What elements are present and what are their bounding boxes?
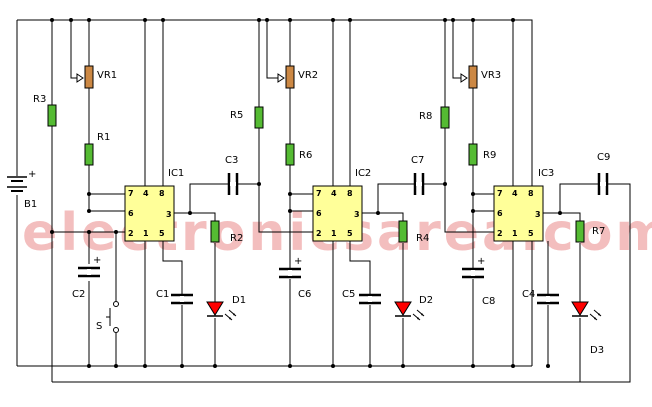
battery-b1: + B1: [7, 169, 37, 210]
led-label: D3: [590, 345, 604, 356]
ic-label: IC2: [355, 168, 371, 179]
capacitor-label: C7: [411, 155, 424, 166]
cap-polarity: +: [93, 255, 101, 266]
resistor-label: R5: [230, 110, 243, 121]
capacitor-label: C1: [156, 289, 169, 300]
resistor-label: R8: [419, 111, 432, 122]
capacitor-label: C2: [72, 289, 85, 300]
capacitor-c7: C7: [411, 155, 424, 195]
potentiometer-vr2: VR2: [277, 65, 318, 89]
switch-label: S: [96, 321, 102, 332]
potentiometer-vr1: VR1: [76, 65, 117, 89]
resistor-label: R1: [97, 132, 110, 143]
ic-pin-label: 6: [316, 209, 322, 218]
capacitor-c9: C9: [597, 152, 610, 195]
resistor-label: R2: [230, 233, 243, 244]
resistor-r7: R7: [575, 220, 605, 243]
capacitor-c1: C1: [156, 289, 193, 305]
capacitor-label: C3: [225, 155, 238, 166]
switch-s: S: [96, 301, 119, 333]
resistor-r4: R4: [398, 220, 429, 244]
capacitor-label: C9: [597, 152, 610, 163]
pot-label: VR2: [298, 70, 318, 81]
cap-polarity: +: [294, 256, 302, 267]
led-label: D2: [419, 295, 433, 306]
junction-dots: [50, 18, 562, 368]
led-d2: D2: [394, 295, 433, 321]
ic-pin-label: 1: [331, 229, 337, 238]
ic-pin-label: 3: [354, 210, 360, 219]
capacitor-c6: + C6: [279, 256, 311, 300]
cap-polarity: +: [477, 256, 485, 267]
ic-pin-label: 2: [128, 229, 134, 238]
capacitor-c5: C5: [342, 289, 381, 305]
capacitor-label: C4: [522, 289, 535, 300]
ic-label: IC1: [168, 168, 184, 179]
ic-pin-label: 2: [316, 229, 322, 238]
battery-label: B1: [24, 199, 37, 210]
capacitor-c3: C3: [225, 155, 238, 195]
ic-pin-label: 5: [347, 229, 353, 238]
wiring: [16, 19, 631, 383]
ic-pin-label: 1: [143, 229, 149, 238]
pot-label: VR1: [97, 70, 117, 81]
resistor-r2: R2: [210, 220, 243, 244]
capacitor-c4: C4: [522, 289, 559, 305]
capacitor-label: C8: [482, 296, 495, 307]
resistor-label: R6: [299, 150, 312, 161]
ic-pin-label: 4: [143, 189, 149, 198]
capacitor-c8: + C8: [462, 256, 495, 307]
resistor-label: R7: [592, 226, 605, 237]
led-d3: D3: [571, 301, 604, 356]
resistor-label: R3: [33, 94, 46, 105]
led-label: D1: [232, 295, 246, 306]
ic-pin-label: 5: [159, 229, 165, 238]
ic-pin-label: 4: [331, 189, 337, 198]
battery-polarity: +: [28, 169, 36, 180]
capacitor-c2: + C2: [72, 255, 101, 300]
resistor-r9: R9: [468, 143, 496, 166]
ic-pin-label: 8: [528, 189, 534, 198]
capacitor-label: C5: [342, 289, 355, 300]
ic-pin-label: 3: [166, 210, 172, 219]
ic-pin-label: 5: [528, 229, 534, 238]
resistor-r1: R1: [84, 132, 110, 166]
resistor-label: R4: [416, 233, 429, 244]
resistor-r5: R5: [230, 106, 264, 129]
ic-pin-label: 8: [159, 189, 165, 198]
ic-pin-label: 7: [128, 189, 134, 198]
ic-pin-label: 8: [347, 189, 353, 198]
led-d1: D1: [206, 295, 246, 321]
pot-label: VR3: [481, 70, 501, 81]
capacitor-label: C6: [298, 289, 311, 300]
resistor-r8: R8: [419, 106, 450, 129]
ic-pin-label: 4: [512, 189, 518, 198]
ic-label: IC3: [538, 168, 554, 179]
ic-pin-label: 7: [316, 189, 322, 198]
ic-pin-label: 2: [497, 229, 503, 238]
ic-pin-label: 3: [535, 210, 541, 219]
ic-pin-label: 6: [128, 209, 134, 218]
ic-pin-label: 1: [512, 229, 518, 238]
potentiometer-vr3: VR3: [460, 65, 501, 89]
resistor-r3: R3: [33, 94, 57, 127]
ic-pin-label: 6: [497, 209, 503, 218]
resistor-r6: R6: [285, 143, 312, 166]
resistor-label: R9: [483, 150, 496, 161]
ic-pin-label: 7: [497, 189, 503, 198]
